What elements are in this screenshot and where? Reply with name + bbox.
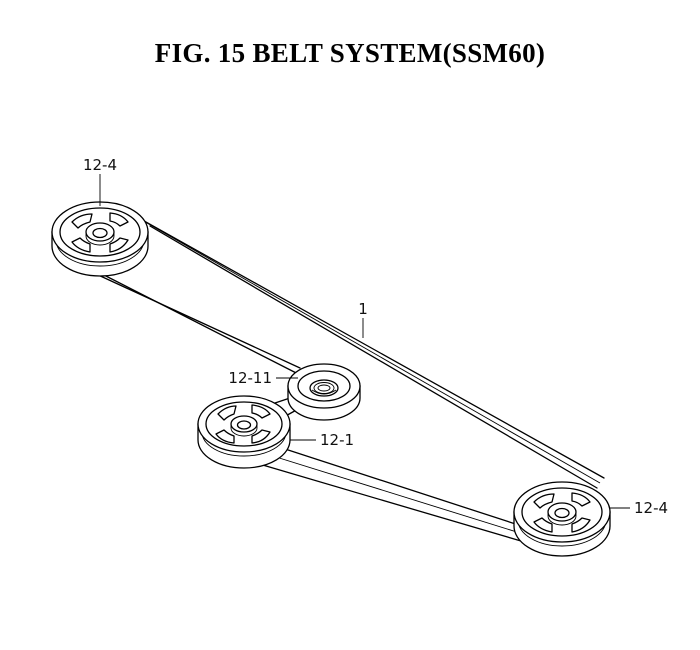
- leader-lines: [99, 174, 630, 509]
- crank-pulley: [197, 395, 291, 469]
- pulley-top-left: [51, 201, 149, 277]
- callout-pulley-top-left: 12-4: [83, 156, 117, 174]
- callout-idler: 12-11: [228, 369, 272, 387]
- pulley-bottom-right: [513, 481, 611, 557]
- callout-crank-pulley: 12-1: [320, 431, 354, 449]
- idler-pulley: [287, 363, 361, 421]
- figure-title: FIG. 15 BELT SYSTEM(SSM60): [154, 38, 546, 68]
- belt: [69, 211, 605, 547]
- callout-pulley-bottom-right: 12-4: [634, 499, 668, 517]
- callout-belt: 1: [358, 300, 368, 318]
